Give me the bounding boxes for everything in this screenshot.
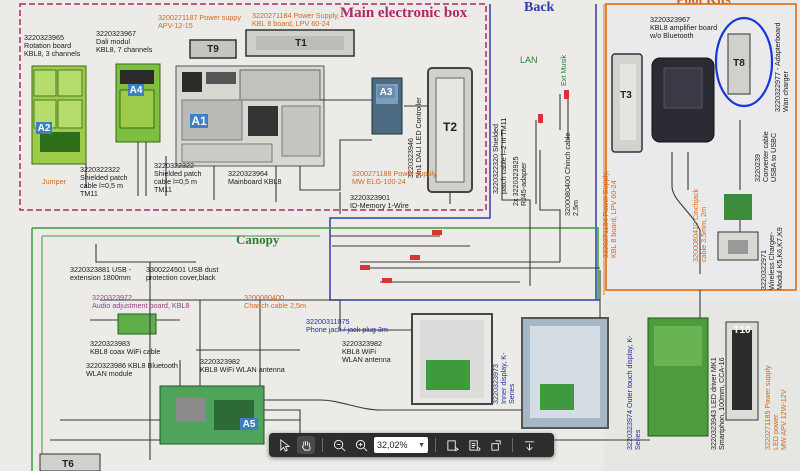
label-dali-modul: 3220323967 Dali modul KBL8, 7 channels [96,29,153,54]
zoom-in-icon [355,439,367,451]
label-t9-supply: 3200271187 Power suppy APV-12-15 [158,13,241,30]
label-jumper: Jumper [42,177,66,186]
label-rj45: 2x 3220323925 RJ45-adapter [511,156,528,206]
label-chanch: 3200080400 Chanch cable 2,5m [244,293,306,310]
hand-icon [301,440,310,451]
label-wifi-antenna-2: 3220323982 KBL8 WiFi WLAN antenna [342,339,391,364]
tag-a3: A3 [377,86,395,98]
section-title-pool: Pool Kits [676,0,731,8]
page-view-icon [468,439,481,451]
label-adapter-board: 3220322977 - Adapterboard Wan charger [773,22,790,112]
page-view-button[interactable] [465,436,483,454]
label-converter: 3220239 Converter cable USBA to USBC [753,131,778,182]
tag-t9: T9 [207,43,219,55]
tag-a2: A2 [36,122,52,134]
label-inner-display: 3220323973 Inner display, K-Series [491,352,516,404]
chevron-down-icon: ▼ [418,441,425,449]
page-insert-icon [446,439,459,451]
label-outer-display: 3220323974 Outer touch display, K-Series [625,335,642,450]
rotate-button[interactable] [487,436,505,454]
tag-t3: T3 [620,89,632,101]
zoom-dropdown[interactable]: 32,02% ▼ [374,437,428,453]
label-led-driver: 3220323943 LED driver MK1 Smartphon, 100… [709,357,726,450]
label-audio-adj: 3220323972 Audio adjustment board, KBL8 [92,293,190,310]
hand-tool-button[interactable] [297,436,315,454]
more-button[interactable] [520,436,538,454]
label-rotation-board: 3220323965 Rotation board KBL8, 3 channe… [24,33,81,58]
tag-t8: T8 [733,57,745,69]
section-title-main: Main electronic box [340,5,468,21]
label-usb-dust: 3300224501 USB dust protection cover,bla… [146,265,219,282]
tag-a5: A5 [240,418,258,430]
cursor-icon [279,438,290,452]
label-phone-jack: 32200311075 Phone jack / jack plug 3m [306,317,388,334]
label-ext-musik: Ext Musik [559,54,568,86]
label-id-memory: 3220323901 ID-Memory 1-Wire [350,193,409,210]
tag-a4: A4 [128,84,144,96]
insert-page-button[interactable] [443,436,461,454]
label-patch-cable-2: 3220322322 Shielded patch cable l=0,5 m … [154,161,202,194]
label-bt-module: 3220323986 KBL8 Bluetooth WLAN module [86,361,178,378]
tag-t6: T6 [62,458,74,470]
label-led-power: 3220271185 Power supply LED power MW APV… [763,365,788,450]
label-coax: 3220323983 KBL8 coax WiFi cable [90,339,161,356]
label-dali-led: 3220323946 5in1 DALI LED Controller [406,97,423,178]
label-cinchjack: 3200080410 Cinchjack cable 3,5mm, 2m [691,188,708,262]
section-title-canopy: Canopy [236,232,280,247]
label-kbl-amp: 3220323967 KBL8 amplifier board w/o Blue… [650,15,718,40]
tag-a1: A1 [190,114,208,128]
section-title-back: Back [524,0,555,15]
tag-t2: T2 [442,120,457,134]
label-chinch-cable: 3200080400 Chinch cable 2,5m [563,132,580,216]
label-t3-supply: 3220271184 Power Supply, KBL 8 board, LP… [601,170,618,258]
label-shielded-patch: 3220322320 Shielded patch cable l=2 m TM… [491,117,508,194]
toolbar-separator [512,438,513,452]
viewer-toolbar: 32,02% ▼ [269,433,554,457]
rotate-icon [490,439,501,451]
label-t1-supply: 3220271184 Power Supply, KBL 8 board, LP… [252,11,340,28]
label-lan: LAN [520,55,538,65]
zoom-in-button[interactable] [352,436,370,454]
select-tool-button[interactable] [275,436,293,454]
zoom-level: 32,02% [377,440,408,450]
download-icon [524,440,534,451]
label-wireless: 3220322971 Wireless Charger- Modul K5,K6… [759,227,784,290]
label-mainboard: 3220323964 Mainboard KBL8 [228,169,282,186]
zoom-out-icon [333,439,345,451]
tag-t10: T10 [733,324,751,336]
label-mw-supply: 3200271188 Power supply MW ELG-100-24 [352,169,437,186]
tag-t1: T1 [295,37,307,49]
label-wifi-antenna: 3220323982 KBL8 WiFi WLAN antenna [200,357,285,374]
toolbar-separator [322,438,323,452]
label-patch-cable-1: 3220322322 Shielded patch cable l=0,5 m … [80,165,128,198]
label-usb-ext: 3220323881 USB - extension 1800mm [70,265,132,282]
zoom-out-button[interactable] [330,436,348,454]
toolbar-separator [435,438,436,452]
